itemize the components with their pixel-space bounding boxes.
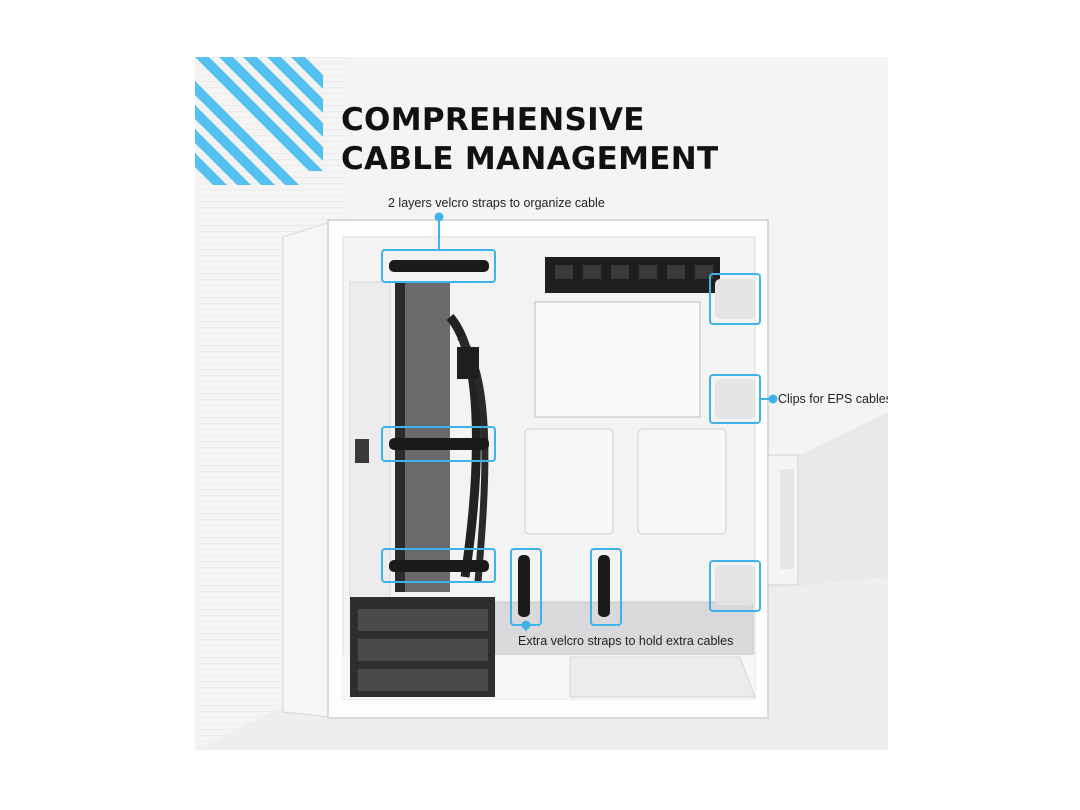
cpu-cutout [534, 301, 701, 418]
velcro-strap-top [389, 260, 489, 272]
accent-stripes [195, 57, 323, 185]
velcro-strap-bottom [389, 560, 489, 572]
pc-case-illustration [282, 212, 799, 719]
title-line-2: CABLE MANAGEMENT [341, 141, 719, 177]
extra-strap-right [598, 555, 610, 617]
highlight-strap-middle [381, 426, 496, 462]
callout-velcro-layers: 2 layers velcro straps to organize cable [388, 196, 605, 210]
callout-extra-straps: Extra velcro straps to hold extra cables [518, 634, 734, 648]
highlight-extra-right [590, 548, 622, 626]
highlight-clip-bottom [709, 560, 761, 612]
velcro-strap-middle [389, 438, 489, 450]
callout-eps-clips: Clips for EPS cables [778, 392, 888, 406]
highlight-clip-top [709, 273, 761, 325]
callout-leaders [434, 212, 778, 631]
ssd-mount-left [524, 428, 614, 535]
ssd-mount-right [637, 428, 727, 535]
eps-clip-middle [715, 379, 755, 419]
eps-clip-top [715, 279, 755, 319]
page-title: COMPREHENSIVE CABLE MANAGEMENT [341, 101, 718, 179]
extra-strap-left [518, 555, 530, 617]
drive-cage [350, 597, 495, 697]
case-side-panel [282, 221, 331, 718]
title-line-1: COMPREHENSIVE [341, 102, 645, 138]
eps-clip-bottom [715, 565, 755, 605]
fan-hub [545, 257, 720, 293]
highlight-strap-bottom [381, 548, 496, 583]
product-image-panel: COMPREHENSIVE CABLE MANAGEMENT [195, 57, 888, 750]
